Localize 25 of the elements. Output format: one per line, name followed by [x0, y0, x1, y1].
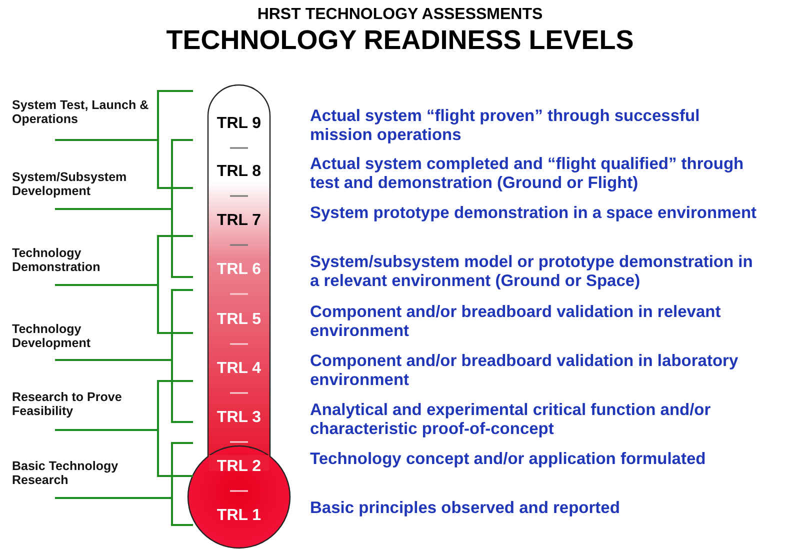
level-description: Analytical and experimental critical function and/or characteristic proof-of-concept — [310, 401, 712, 439]
phase-label: System Test, Launch & Operations — [12, 98, 150, 126]
level-description: Actual system completed and “flight qualified” through test and demonstration (Ground or Flight) — [310, 155, 745, 193]
level-description: Component and/or breadboard validation in relevant environment — [310, 303, 722, 341]
level-description: Component and/or breadboard validation in laboratory environment — [310, 352, 740, 390]
level-description: Technology concept and/or application formulated — [310, 450, 707, 469]
level-label: TRL 5 — [209, 310, 269, 330]
level-description: System/subsystem model or prototype demonstration in a relevant environment (Ground or Space) — [310, 253, 754, 291]
level-label: TRL 9 — [209, 114, 269, 134]
level-label: TRL 6 — [209, 260, 269, 280]
level-label: TRL 2 — [209, 457, 269, 477]
level-description: Basic principles observed and reported — [310, 499, 621, 518]
phase-label: System/Subsystem Development — [12, 170, 128, 198]
diagram-title: HRST TECHNOLOGY ASSESSMENTS TECHNOLOGY READINESS LEVELS — [165, 5, 635, 55]
phase-label: Research to Prove Feasibility — [12, 390, 123, 418]
phase-label: Basic Technology Research — [12, 459, 120, 487]
level-label: TRL 3 — [209, 408, 269, 428]
level-label: TRL 7 — [209, 211, 269, 231]
level-label: TRL 8 — [209, 162, 269, 182]
level-label: TRL 1 — [209, 506, 269, 526]
level-description: Actual system “flight proven” through successful mission operations — [310, 107, 701, 145]
level-label: TRL 4 — [209, 359, 269, 379]
phase-label: Technology Demonstration — [12, 246, 102, 274]
phase-label: Technology Development — [12, 322, 92, 350]
level-description: System prototype demonstration in a space environment — [310, 204, 758, 223]
